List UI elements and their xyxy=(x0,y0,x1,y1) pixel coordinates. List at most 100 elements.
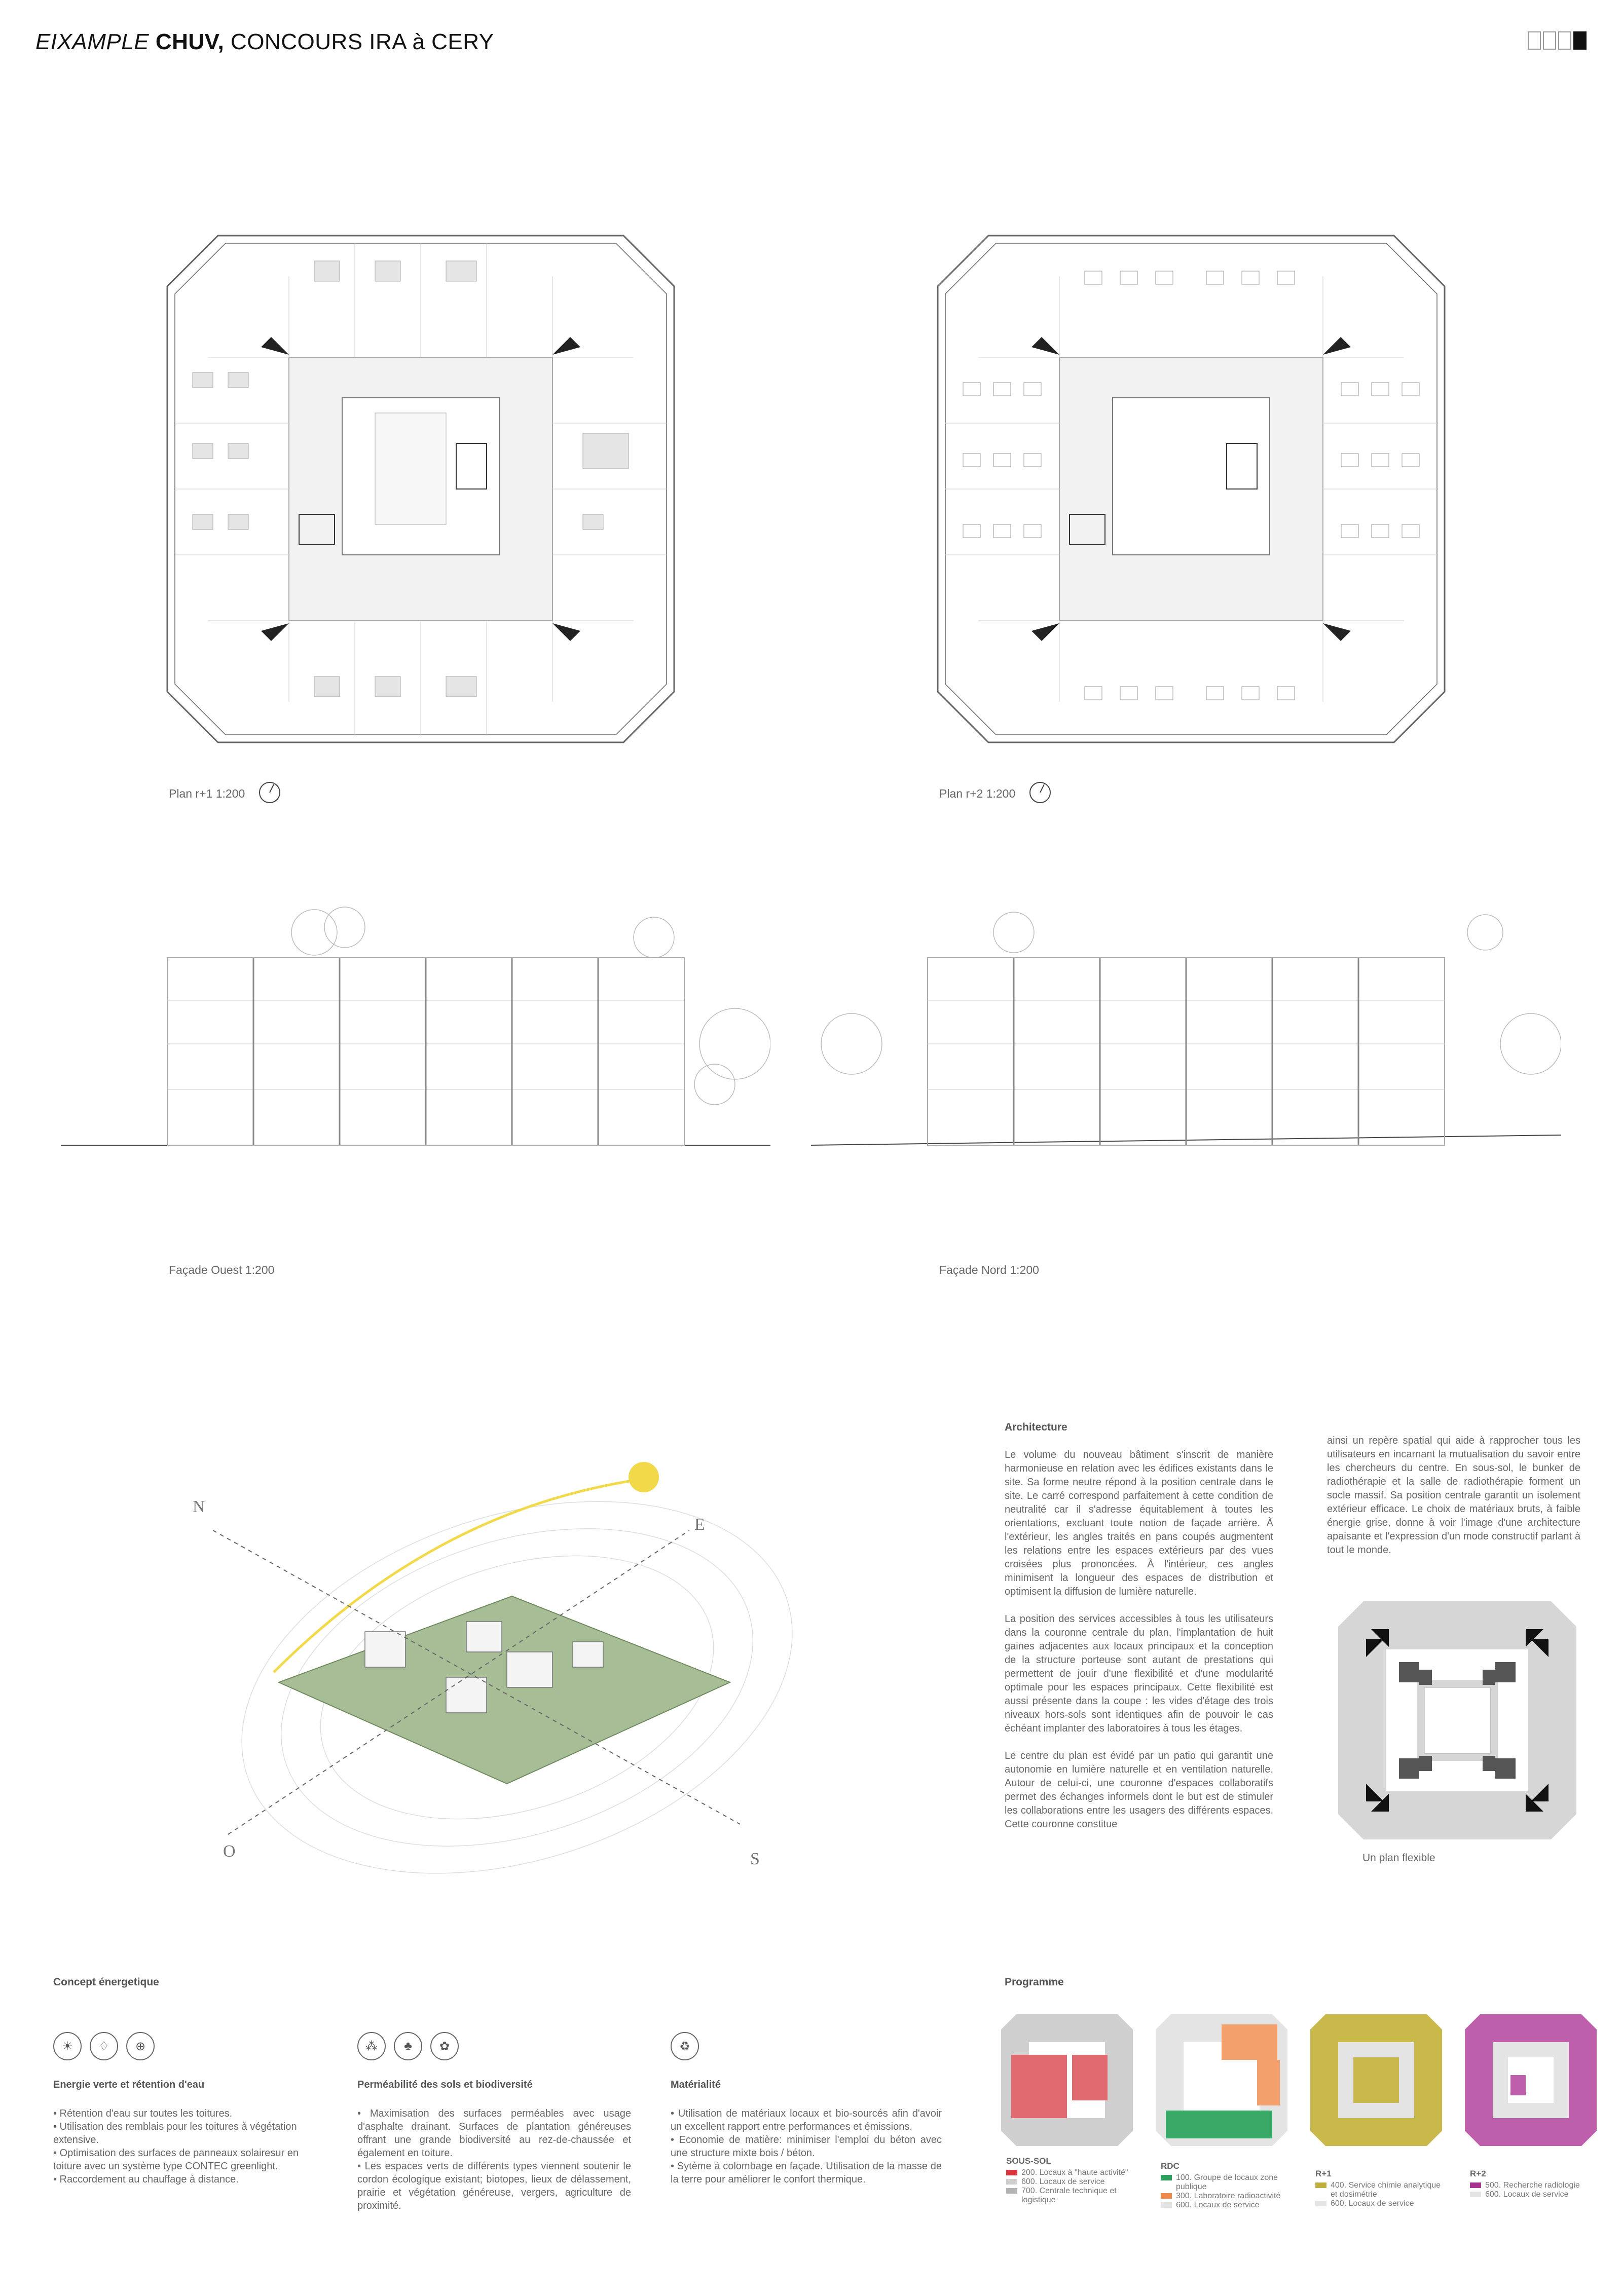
flexible-plan-diagram xyxy=(1338,1601,1576,1839)
architecture-col1: Le volume du nouveau bâtiment s'inscrit … xyxy=(1005,1448,1273,1845)
energy-block-3-title: Matérialité xyxy=(671,2079,721,2090)
facade-ouest-caption: Façade Ouest 1:200 xyxy=(169,1263,275,1276)
facade-nord-caption: Façade Nord 1:200 xyxy=(939,1263,1039,1276)
page-indicator-box xyxy=(1528,31,1541,50)
legend-swatch xyxy=(1315,2201,1326,2206)
legend-swatch xyxy=(1161,2202,1172,2208)
diagram-caption: Un plan flexible xyxy=(1362,1852,1435,1864)
list-item: • Utilisation de matériaux locaux et bio… xyxy=(671,2108,942,2132)
page-indicator-box-current xyxy=(1573,31,1587,50)
architecture-paragraph: La position des services accessibles à t… xyxy=(1005,1613,1273,1734)
bee-icon: ✿ xyxy=(430,2032,459,2060)
legend-swatch xyxy=(1006,2170,1017,2175)
legend-label: 100. Groupe de locaux zone publique xyxy=(1176,2173,1278,2191)
page-indicator-box xyxy=(1543,31,1556,50)
title-italic: EIXAMPLE xyxy=(35,29,150,54)
legend-title: SOUS-SOL xyxy=(1006,2156,1051,2166)
legend-title: R+1 xyxy=(1315,2169,1332,2178)
legend-label: 500. Recherche radiologie xyxy=(1485,2181,1580,2190)
title-rest: CONCOURS IRA à CERY xyxy=(224,29,494,54)
soil-icon: ⁂ xyxy=(357,2032,386,2060)
plan-r1-caption: Plan r+1 1:200 xyxy=(169,787,245,800)
programme-plan-r1 xyxy=(1310,2014,1442,2146)
architecture-heading: Architecture xyxy=(1005,1421,1067,1433)
energy-block-1-icons: ☀ ♢ ⊕ xyxy=(53,2032,163,2060)
recycle-icon: ♻ xyxy=(671,2032,699,2060)
legend-row: 600. Locaux de service xyxy=(1006,2177,1138,2187)
solar-panel-icon: ⊕ xyxy=(126,2032,155,2060)
facade-nord xyxy=(811,912,1561,1146)
list-item: • Maximisation des surfaces perméables a… xyxy=(357,2108,631,2159)
programme-legend-r1: R+1 400. Service chimie analytique et do… xyxy=(1315,2169,1447,2208)
legend-label: 200. Locaux à "haute activité" xyxy=(1021,2168,1128,2177)
compass-e: E xyxy=(694,1515,705,1534)
legend-swatch xyxy=(1161,2193,1172,2199)
energy-block-2-title: Perméabilité des sols et biodiversité xyxy=(357,2079,533,2090)
list-item: • Rétention d'eau sur toutes les toiture… xyxy=(53,2108,233,2119)
legend-label: 600. Locaux de service xyxy=(1176,2201,1260,2209)
legend-row: 600. Locaux de service xyxy=(1161,2201,1293,2210)
list-item: • Les espaces verts de différents types … xyxy=(357,2161,631,2211)
compass-s: S xyxy=(750,1850,760,1868)
legend-title: R+2 xyxy=(1470,2169,1486,2178)
legend-swatch xyxy=(1470,2192,1481,2197)
leaf-icon: ♢ xyxy=(90,2032,118,2060)
legend-label: 400. Service chimie analytique et dosimé… xyxy=(1331,2181,1441,2199)
compass-o: O xyxy=(223,1842,236,1861)
site-axonometry xyxy=(212,1462,793,1874)
legend-title: RDC xyxy=(1161,2161,1179,2171)
facade-ouest xyxy=(61,907,770,1146)
legend-swatch xyxy=(1006,2179,1017,2185)
list-item: • Sytème à colombage en façade. Utilisat… xyxy=(671,2161,942,2185)
north-arrow-icon xyxy=(259,782,280,803)
list-item: • Utilisation des remblais pour les toit… xyxy=(53,2121,297,2146)
tree-icon: ♣ xyxy=(394,2032,422,2060)
floor-plan-r1 xyxy=(166,235,675,743)
programme-legend-sous-sol: SOUS-SOL 200. Locaux à "haute activité" … xyxy=(1006,2156,1138,2205)
energy-block-2-icons: ⁂ ♣ ✿ xyxy=(357,2032,467,2060)
architecture-paragraph: ainsi un repère spatial qui aide à rappr… xyxy=(1327,1435,1580,1556)
programme-plan-sous-sol xyxy=(1001,2014,1133,2146)
legend-label: 600. Locaux de service xyxy=(1485,2190,1569,2199)
page-title: EIXAMPLE CHUV, CONCOURS IRA à CERY xyxy=(35,29,494,55)
energy-block-1-list: • Rétention d'eau sur toutes les toiture… xyxy=(53,2107,317,2186)
compass-n: N xyxy=(193,1497,205,1516)
energy-block-1-title: Energie verte et rétention d'eau xyxy=(53,2079,205,2090)
legend-swatch xyxy=(1470,2182,1481,2188)
floor-plan-r2 xyxy=(937,235,1446,743)
architecture-paragraph: Le volume du nouveau bâtiment s'inscrit … xyxy=(1005,1449,1273,1597)
page-indicator xyxy=(1526,31,1587,50)
list-item: • Raccordement au chauffage à distance. xyxy=(53,2174,239,2185)
legend-row: 600. Locaux de service xyxy=(1470,2190,1602,2199)
programme-plan-r2 xyxy=(1465,2014,1597,2146)
legend-label: 700. Centrale technique et logistique xyxy=(1021,2187,1117,2204)
legend-row: 100. Groupe de locaux zone publique xyxy=(1161,2173,1293,2192)
plan-r2-caption: Plan r+2 1:200 xyxy=(939,787,1016,800)
list-item: • Economie de matière: minimiser l'emplo… xyxy=(671,2134,942,2159)
programme-plan-rdc xyxy=(1156,2014,1287,2146)
architecture-col2: ainsi un repère spatial qui aide à rappr… xyxy=(1327,1434,1580,1571)
legend-row: 300. Laboratoire radioactivité xyxy=(1161,2192,1293,2201)
legend-row: 500. Recherche radiologie xyxy=(1470,2181,1602,2190)
programme-legend-r2: R+2 500. Recherche radiologie 600. Locau… xyxy=(1470,2169,1602,2199)
legend-swatch xyxy=(1006,2188,1017,2194)
page-indicator-box xyxy=(1558,31,1571,50)
architecture-paragraph: Le centre du plan est évidé par un patio… xyxy=(1005,1750,1273,1830)
energy-heading: Concept énergetique xyxy=(53,1976,159,1988)
list-item: • Optimisation des surfaces de panneaux … xyxy=(53,2148,299,2172)
water-drop-icon: ☀ xyxy=(53,2032,82,2060)
programme-legend-rdc: RDC 100. Groupe de locaux zone publique … xyxy=(1161,2161,1293,2210)
legend-label: 300. Laboratoire radioactivité xyxy=(1176,2192,1281,2200)
legend-row: 700. Centrale technique et logistique xyxy=(1006,2187,1138,2205)
legend-row: 400. Service chimie analytique et dosimé… xyxy=(1315,2181,1447,2199)
legend-swatch xyxy=(1161,2175,1172,2180)
legend-label: 600. Locaux de service xyxy=(1021,2177,1105,2186)
north-arrow-icon xyxy=(1029,782,1051,803)
energy-block-3-icons: ♻ xyxy=(671,2032,707,2060)
legend-row: 200. Locaux à "haute activité" xyxy=(1006,2168,1138,2177)
legend-row: 600. Locaux de service xyxy=(1315,2199,1447,2208)
energy-block-2-list: • Maximisation des surfaces perméables a… xyxy=(357,2107,631,2212)
programme-heading: Programme xyxy=(1005,1976,1064,1988)
title-bold: CHUV, xyxy=(155,29,225,54)
legend-label: 600. Locaux de service xyxy=(1331,2199,1414,2208)
